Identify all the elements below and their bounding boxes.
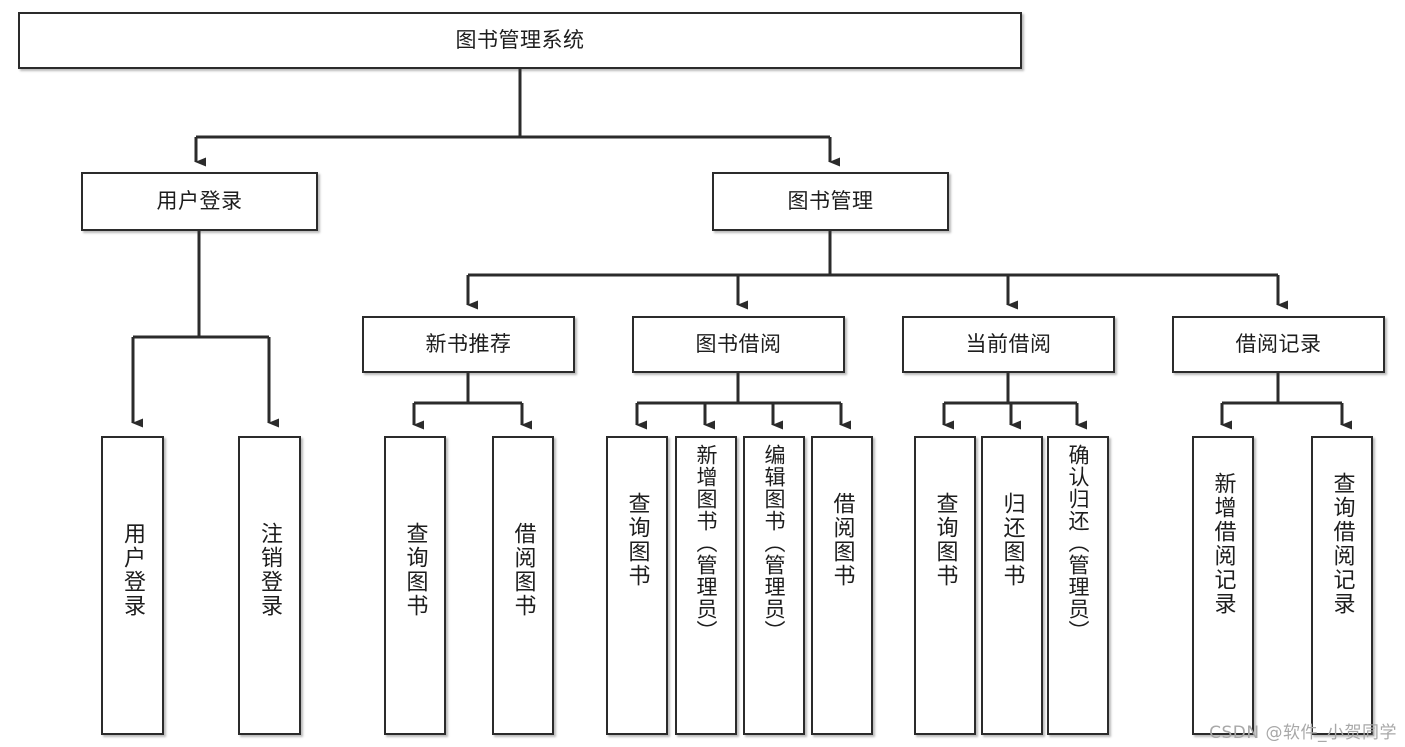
node-label: 图书管理 xyxy=(787,189,874,214)
node-current-borrow[interactable]: 当前借阅 xyxy=(902,316,1115,373)
node-book-management[interactable]: 图书管理 xyxy=(712,172,949,231)
leaf-current-borrow-return-book[interactable]: 归还图书 xyxy=(981,436,1043,735)
node-label: 当前借阅 xyxy=(965,332,1052,357)
leaf-borrow-record-query-record[interactable]: 查询借阅记录 xyxy=(1311,436,1373,735)
node-user-login[interactable]: 用户登录 xyxy=(81,172,318,231)
leaf-new-recommend-borrow-book[interactable]: 借阅图书 xyxy=(492,436,554,735)
node-label: 注销登录 xyxy=(257,522,283,618)
leaf-borrow-record-add-record[interactable]: 新增借阅记录 xyxy=(1192,436,1254,735)
node-label: 确认归还（管理员） xyxy=(1066,444,1091,642)
node-label: 新书推荐 xyxy=(425,332,512,357)
node-label: 图书管理系统 xyxy=(455,28,585,53)
node-label: 图书借阅 xyxy=(695,332,782,357)
node-label: 查询图书 xyxy=(402,522,428,618)
leaf-book-borrow-query-book[interactable]: 查询图书 xyxy=(606,436,668,735)
leaf-current-borrow-confirm-return-admin[interactable]: 确认归还（管理员） xyxy=(1047,436,1109,735)
leaf-current-borrow-query-book[interactable]: 查询图书 xyxy=(914,436,976,735)
leaf-book-borrow-add-book-admin[interactable]: 新增图书（管理员） xyxy=(675,436,737,735)
node-label: 查询图书 xyxy=(624,492,650,588)
node-label: 借阅记录 xyxy=(1235,332,1322,357)
node-root-book-management-system[interactable]: 图书管理系统 xyxy=(18,12,1022,69)
leaf-book-borrow-borrow-book[interactable]: 借阅图书 xyxy=(811,436,873,735)
node-label: 新增借阅记录 xyxy=(1210,472,1236,616)
node-label: 编辑图书（管理员） xyxy=(762,444,787,642)
node-borrow-record[interactable]: 借阅记录 xyxy=(1172,316,1385,373)
node-label: 归还图书 xyxy=(999,492,1025,588)
leaf-new-recommend-query-book[interactable]: 查询图书 xyxy=(384,436,446,735)
node-label: 查询借阅记录 xyxy=(1329,472,1355,616)
leaf-user-login-signout[interactable]: 注销登录 xyxy=(238,436,301,735)
leaf-book-borrow-edit-book-admin[interactable]: 编辑图书（管理员） xyxy=(743,436,805,735)
node-new-book-recommend[interactable]: 新书推荐 xyxy=(362,316,575,373)
node-label: 借阅图书 xyxy=(510,522,536,618)
watermark-text: CSDN @软件_小贺同学 xyxy=(1209,723,1397,743)
node-label: 新增图书（管理员） xyxy=(694,444,719,642)
node-label: 借阅图书 xyxy=(829,492,855,588)
node-label: 用户登录 xyxy=(120,522,146,618)
node-book-borrow[interactable]: 图书借阅 xyxy=(632,316,845,373)
leaf-user-login-signin[interactable]: 用户登录 xyxy=(101,436,164,735)
node-label: 用户登录 xyxy=(156,189,243,214)
node-label: 查询图书 xyxy=(932,492,958,588)
